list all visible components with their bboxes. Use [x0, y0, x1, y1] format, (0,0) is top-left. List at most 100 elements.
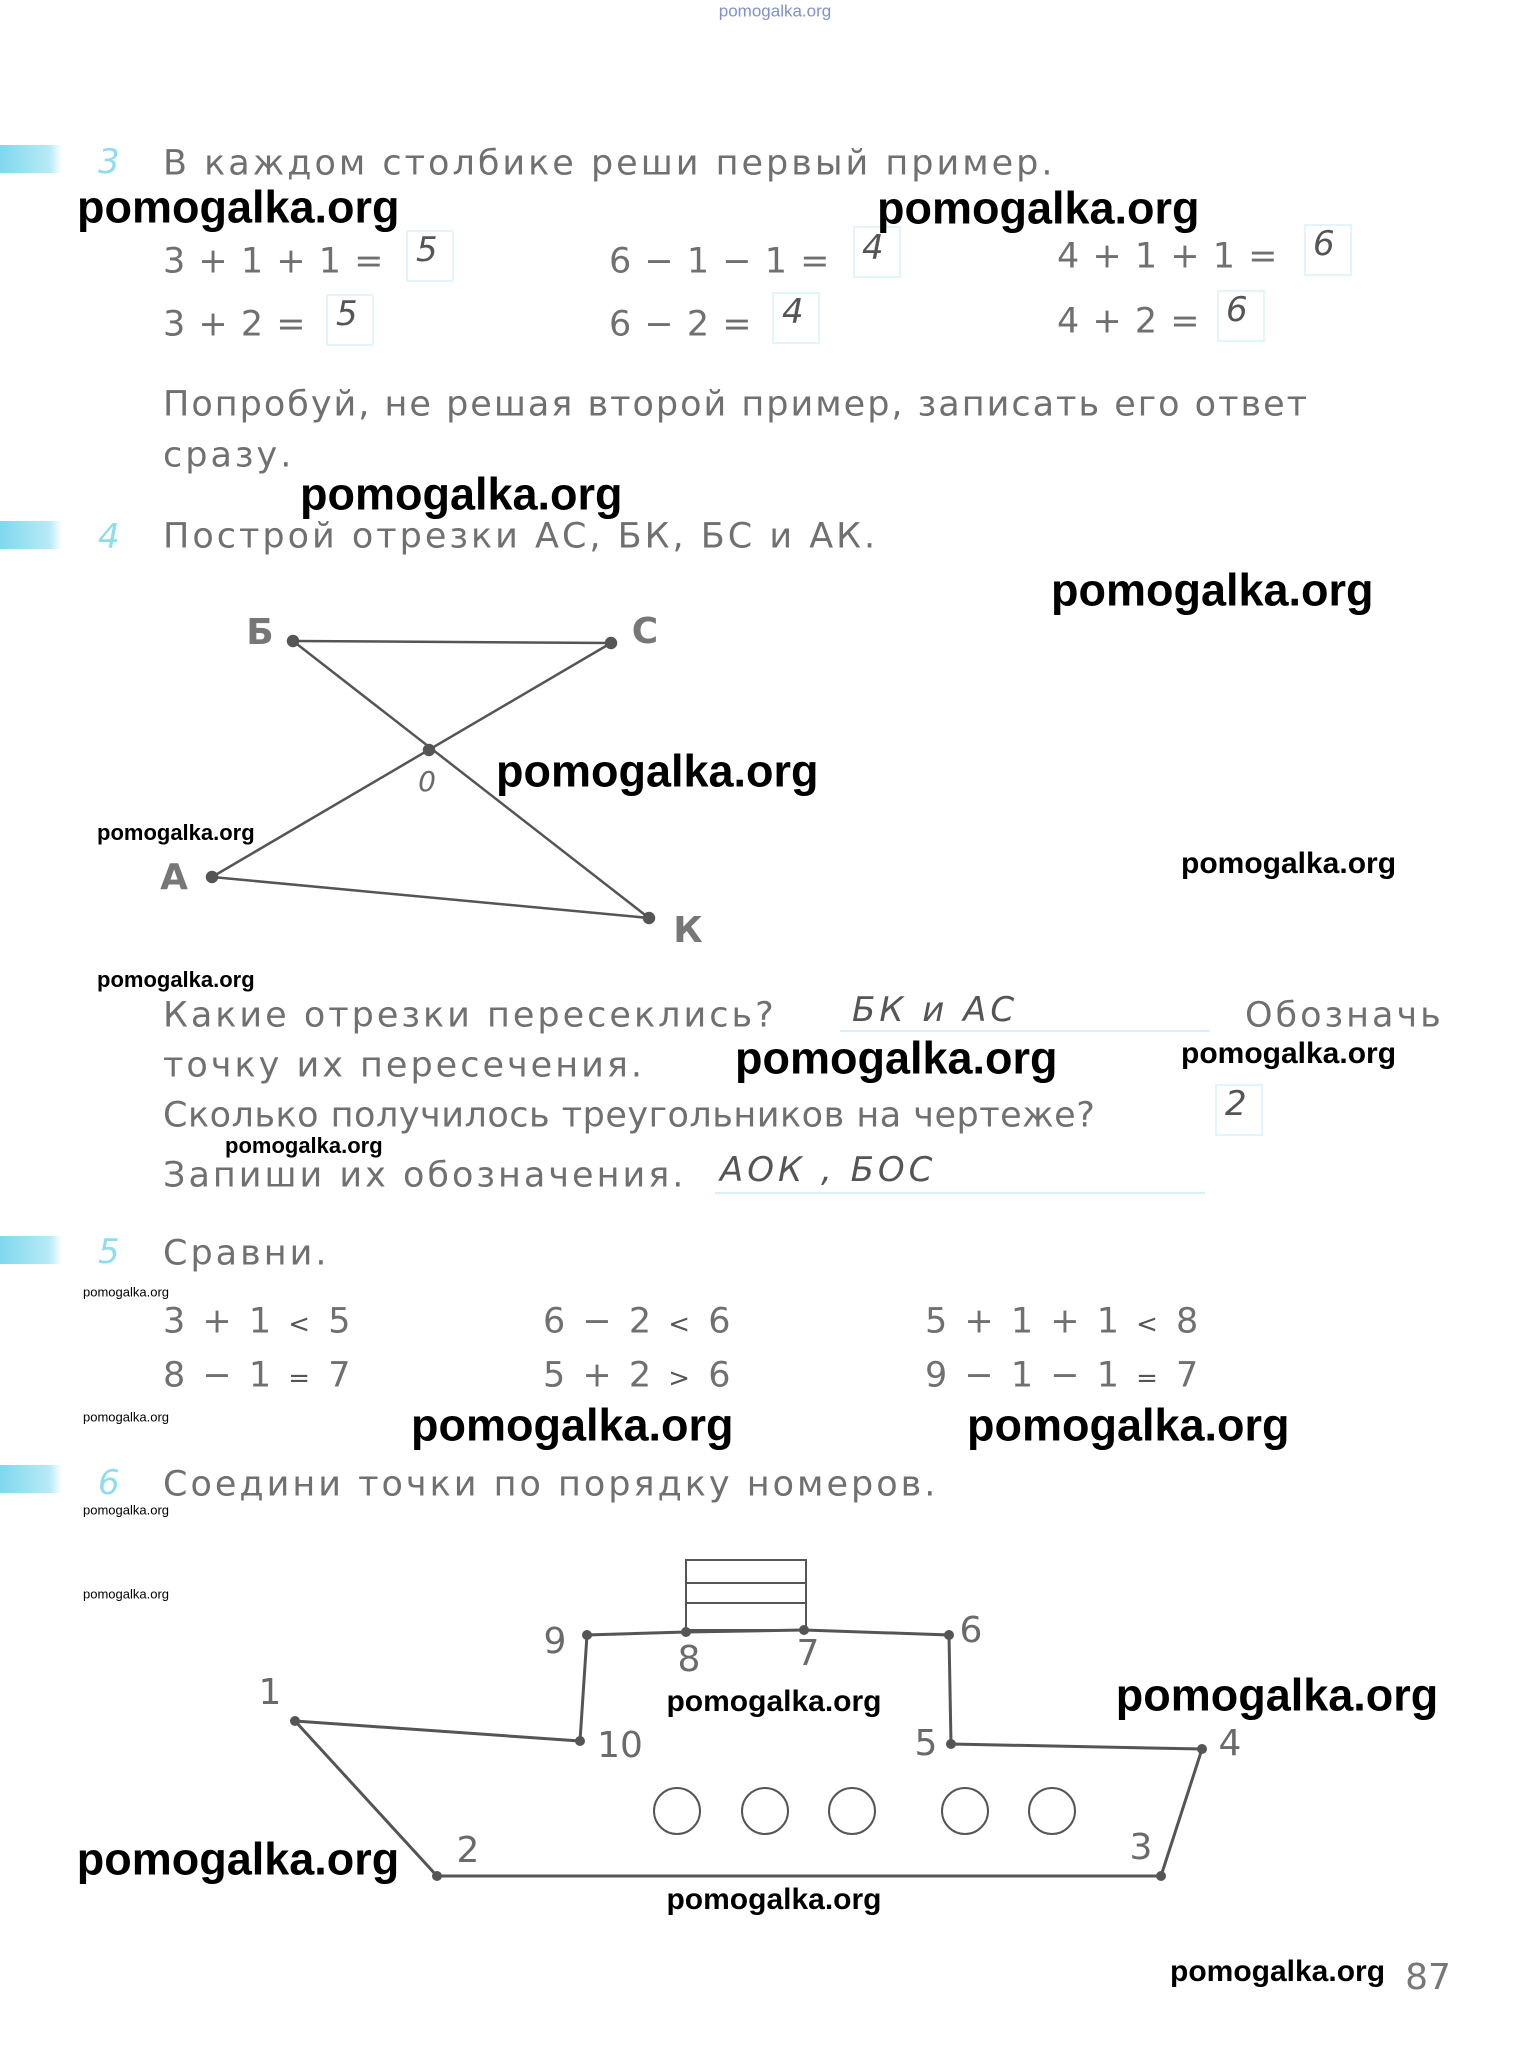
dot-label: 7	[796, 1633, 820, 1674]
watermark: pomogalka.org	[496, 745, 819, 797]
answer: 6	[1226, 290, 1252, 330]
expression: 4 + 1 + 1 =	[1057, 236, 1279, 277]
exercise-marker	[0, 145, 62, 173]
watermark: pomogalka.org	[735, 1032, 1058, 1084]
watermark: pomogalka.org	[300, 468, 623, 520]
segment-AC	[211, 641, 612, 879]
watermark: pomogalka.org	[718, 1, 832, 21]
answer-box[interactable]	[1215, 1084, 1263, 1136]
exercise-title: Построй отрезки АС, БК, БС и АК.	[163, 516, 879, 557]
answer: АОК , БОС	[720, 1150, 937, 1190]
dot-label: 10	[597, 1725, 643, 1766]
comparison: 8 − 1 = 7	[163, 1355, 354, 1396]
dot-label: 3	[1129, 1827, 1153, 1868]
porthole	[653, 1787, 701, 1835]
watermark: pomogalka.org	[666, 1883, 882, 1916]
watermark: pomogalka.org	[83, 1409, 169, 1425]
exercise-number: 6	[98, 1463, 123, 1503]
instruction-text: Попробуй, не решая второй пример, записа…	[163, 384, 1310, 425]
watermark: pomogalka.org	[411, 1399, 734, 1451]
question-text: Обозначь	[1245, 995, 1444, 1036]
porthole	[741, 1787, 789, 1835]
answer-box[interactable]	[772, 292, 820, 344]
porthole	[1028, 1787, 1076, 1835]
answer-box[interactable]	[1217, 290, 1265, 342]
segment-BK	[292, 640, 650, 919]
expression: 6 − 1 − 1 =	[609, 241, 831, 282]
page-number: 87	[1405, 1957, 1451, 1998]
watermark: pomogalka.org	[83, 1502, 169, 1518]
dot-label: 1	[258, 1672, 282, 1713]
exercise-title: Соедини точки по порядку номеров.	[163, 1464, 939, 1505]
point-label: К	[673, 910, 703, 951]
expression: 4 + 2 =	[1057, 301, 1201, 342]
point-B	[286, 634, 300, 648]
dot-label: 8	[677, 1639, 701, 1680]
question-text: точку их пересечения.	[163, 1045, 646, 1086]
point-label: С	[631, 611, 659, 652]
watermark: pomogalka.org	[225, 1133, 383, 1158]
dot-label: 5	[914, 1723, 938, 1764]
answer: 5	[336, 294, 362, 334]
watermark: pomogalka.org	[1051, 564, 1374, 616]
exercise-number: 5	[98, 1232, 123, 1272]
segment-BC	[292, 639, 612, 645]
point-O	[422, 743, 436, 757]
answer: 5	[416, 230, 442, 270]
exercise-title: Сравни.	[163, 1233, 330, 1274]
answer: 4	[862, 228, 888, 268]
watermark: pomogalka.org	[877, 182, 1200, 234]
comparison: 5 + 2 > 6	[543, 1355, 734, 1396]
ship-outline	[293, 1628, 1205, 1878]
watermark: pomogalka.org	[1170, 1955, 1386, 1988]
question-text: Сколько получилось треугольников на черт…	[163, 1095, 1096, 1136]
dot-label: 2	[456, 1830, 480, 1871]
expression: 3 + 2 =	[163, 304, 307, 345]
watermark: pomogalka.org	[97, 820, 255, 845]
watermark: pomogalka.org	[1181, 847, 1397, 880]
answer-box[interactable]	[406, 230, 454, 282]
segment-AK	[211, 875, 650, 920]
point-label: Б	[246, 612, 274, 653]
dot-label: 6	[959, 1610, 983, 1651]
exercise-number: 3	[98, 142, 123, 182]
expression: 3 + 1 + 1 =	[163, 241, 385, 282]
point-K	[642, 911, 656, 925]
watermark: pomogalka.org	[76, 1833, 400, 1885]
answer-box[interactable]	[853, 226, 901, 278]
expression: 6 − 2 =	[609, 304, 753, 345]
instruction-text: сразу.	[163, 435, 295, 476]
exercise-number: 4	[98, 517, 123, 557]
porthole	[828, 1787, 876, 1835]
porthole	[941, 1787, 989, 1835]
dot-label: 9	[543, 1621, 567, 1662]
watermark: pomogalka.org	[1115, 1669, 1439, 1721]
segments-diagram	[205, 634, 656, 925]
answer-box[interactable]	[1304, 224, 1352, 276]
comparison: 9 − 1 − 1 = 7	[925, 1355, 1202, 1396]
point-C	[604, 636, 618, 650]
watermark: pomogalka.org	[97, 967, 255, 992]
answer: 6	[1313, 224, 1339, 264]
point-A	[205, 870, 219, 884]
watermark: pomogalka.org	[1181, 1037, 1397, 1070]
answer: БК и АС	[852, 990, 1019, 1030]
dot-label: 4	[1218, 1723, 1242, 1764]
watermark: pomogalka.org	[967, 1399, 1290, 1451]
question-text: Запиши их обозначения.	[163, 1155, 687, 1196]
exercise-marker	[0, 521, 62, 549]
point-label: 0	[418, 765, 436, 798]
comparison: 3 + 1 < 5	[163, 1301, 354, 1342]
answer-line[interactable]	[840, 1030, 1210, 1032]
funnel	[685, 1559, 807, 1631]
question-text: Какие отрезки пересеклись?	[163, 995, 777, 1036]
exercise-marker	[0, 1465, 62, 1493]
exercise-title: В каждом столбике реши первый пример.	[163, 143, 1056, 184]
answer-box[interactable]	[326, 294, 374, 346]
watermark: pomogalka.org	[83, 1284, 169, 1300]
comparison: 6 − 2 < 6	[543, 1301, 734, 1342]
watermark: pomogalka.org	[666, 1685, 882, 1718]
answer-line[interactable]	[715, 1192, 1205, 1194]
watermark: pomogalka.org	[83, 1586, 169, 1602]
